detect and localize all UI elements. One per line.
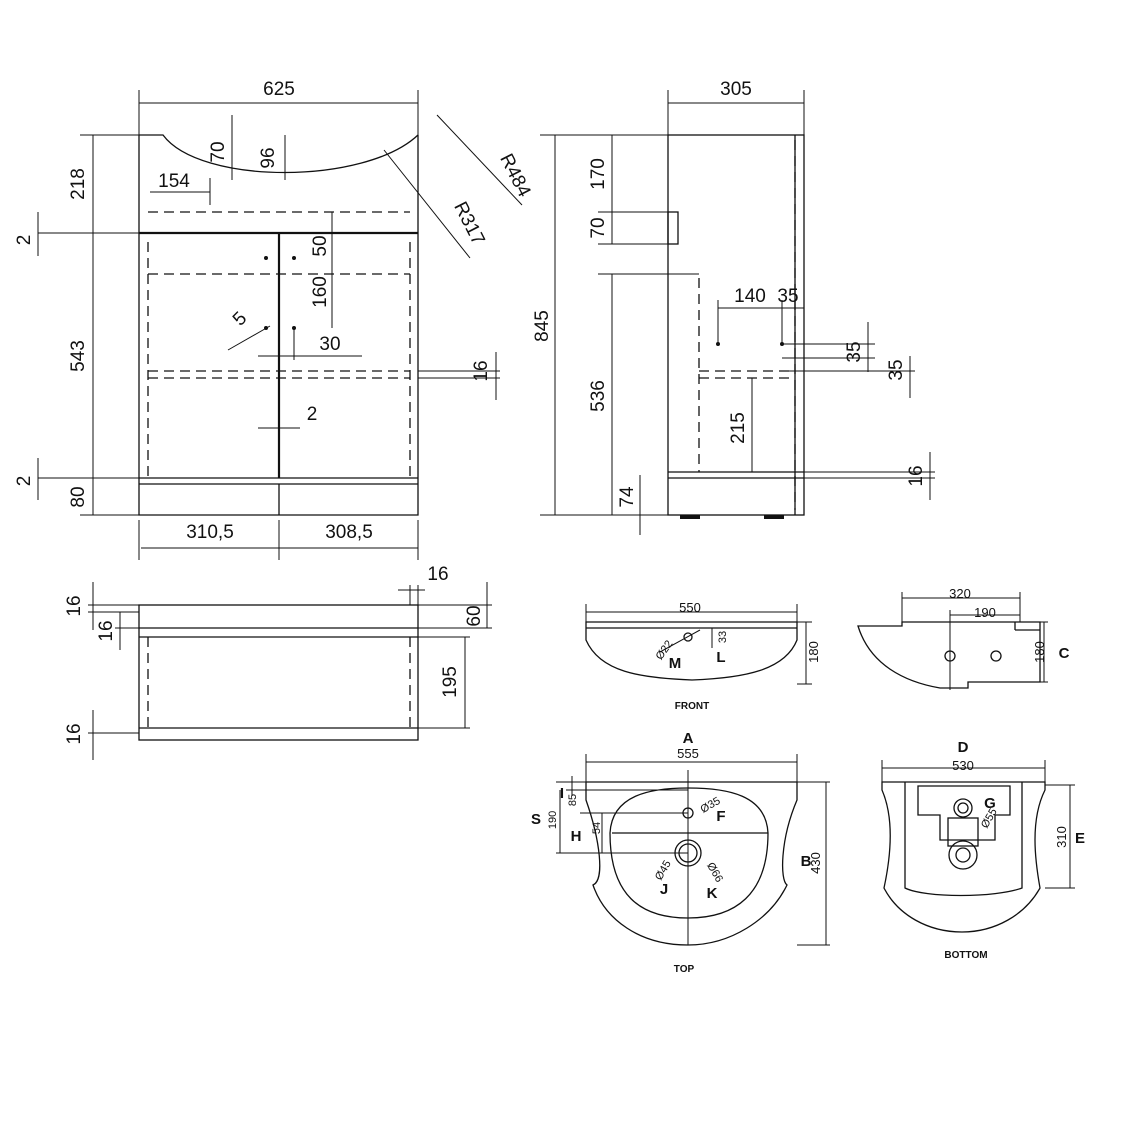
letter-d: D	[958, 739, 969, 756]
door-width-left: 310,5	[186, 522, 234, 543]
dim-label: 5	[229, 308, 251, 330]
dim-label: 16	[64, 595, 85, 616]
letter-j: J	[660, 881, 668, 898]
dim-label: 190	[974, 605, 996, 620]
basin-top: A B S I H F J K 555 430 85 190 54 Ø35 Ø4…	[531, 730, 830, 975]
dim-label: 16	[96, 620, 117, 641]
dim-label: 2	[307, 404, 318, 425]
radius-label: R317	[449, 199, 488, 249]
dim-label: 180	[1032, 641, 1047, 663]
dim-label: 180	[806, 641, 821, 663]
letter-m: M	[669, 655, 682, 672]
letter-l: L	[716, 649, 725, 666]
dim-label: 190	[547, 811, 559, 829]
dim-label: 170	[588, 158, 609, 190]
letter-s: S	[531, 811, 541, 828]
front-elevation: 625 70 96 154 218 2 543 2 80 50 160 5 30…	[14, 79, 535, 560]
dim-label: 430	[808, 852, 823, 874]
dim-label: 35	[886, 359, 907, 380]
dim-label: 543	[68, 340, 89, 372]
dim-label: 16	[64, 723, 85, 744]
dim-label: 218	[68, 168, 89, 200]
dim-label: 60	[464, 605, 485, 626]
dim-label: 85	[567, 794, 579, 806]
door-width-right: 308,5	[325, 522, 373, 543]
caption-top: TOP	[674, 964, 695, 975]
dim-label: 550	[679, 600, 701, 615]
dim-label: Ø55	[979, 806, 1000, 830]
dim-label: 70	[588, 217, 609, 238]
dim-label: 16	[471, 360, 492, 381]
dim-label: Ø45	[653, 858, 674, 882]
basin-bottom: D G E 530 310 Ø55 BOTTOM	[881, 739, 1085, 961]
dim-label: 845	[532, 310, 553, 342]
basin-front: 550 180 Ø22 33 M L FRONT	[585, 600, 821, 712]
basin-side: 320 190 180 C	[857, 586, 1070, 690]
dim-label: 320	[949, 586, 971, 601]
dim-label: 35	[777, 286, 798, 307]
letter-h: H	[571, 828, 582, 845]
dim-label: 35	[844, 341, 865, 362]
dim-label: 30	[319, 334, 340, 355]
dim-label: 2	[14, 235, 35, 246]
dim-label: 70	[208, 141, 229, 162]
dim-label: 195	[440, 666, 461, 698]
dim-label: 310	[1054, 826, 1069, 848]
side-elevation: 305 170 70 845 536 74 140 35 35 35 215 1…	[532, 79, 935, 535]
dim-label: 16	[427, 564, 448, 585]
letter-a: A	[683, 730, 694, 747]
letter-c: C	[1059, 645, 1070, 662]
caption-bottom: BOTTOM	[944, 950, 987, 961]
letter-i: I	[560, 785, 564, 802]
dim-label: 140	[734, 286, 766, 307]
dim-label: 80	[68, 486, 89, 507]
letter-b: B	[801, 853, 812, 870]
dim-depth: 305	[720, 79, 752, 100]
dim-label: 16	[906, 465, 927, 486]
dim-label: 530	[952, 758, 974, 773]
dim-label: 50	[310, 235, 331, 256]
letter-k: K	[707, 885, 718, 902]
dim-label: 154	[158, 171, 190, 192]
dim-label: 160	[310, 276, 331, 308]
dim-label: 33	[717, 631, 729, 643]
dim-label: 96	[258, 147, 279, 168]
dim-label: 2	[14, 476, 35, 487]
dim-width: 625	[263, 79, 295, 100]
letter-g: G	[984, 795, 996, 812]
dim-label: 74	[617, 486, 638, 508]
letter-e: E	[1075, 830, 1085, 847]
plan-view: 16 16 16 16 60 195	[64, 564, 492, 760]
dim-label: Ø66	[704, 860, 725, 884]
dim-label: 555	[677, 746, 699, 761]
letter-f: F	[716, 808, 725, 825]
dim-label: 54	[591, 822, 603, 834]
caption-front: FRONT	[675, 701, 709, 712]
radius-label: R484	[495, 151, 535, 201]
dim-label: 536	[588, 380, 609, 412]
dim-label: 215	[728, 412, 749, 444]
